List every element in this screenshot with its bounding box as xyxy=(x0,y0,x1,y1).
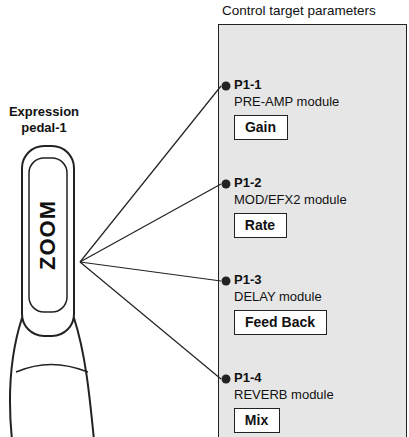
leader-lines xyxy=(80,86,221,379)
callout-number: P1-3 xyxy=(234,272,261,287)
module-name: MOD/EFX2 module xyxy=(234,192,347,207)
parameter-box: Gain xyxy=(234,115,288,140)
parameter-name: Feed Back xyxy=(245,314,315,330)
pedal-tread xyxy=(29,158,67,312)
parameter-box: Mix xyxy=(234,408,280,433)
callout-number: P1-4 xyxy=(234,370,261,385)
panel-title: Control target parameters xyxy=(222,3,376,18)
pedal-label: Expression pedal-1 xyxy=(2,104,86,136)
panel-fill xyxy=(218,24,407,437)
pedal-logo: ZOOM xyxy=(35,200,61,270)
parameter-name: Rate xyxy=(245,217,275,233)
module-name: PRE-AMP module xyxy=(234,94,339,109)
parameter-name: Gain xyxy=(245,119,276,135)
module-name: REVERB module xyxy=(234,387,334,402)
callout-number: P1-1 xyxy=(234,77,261,92)
bullets xyxy=(222,82,231,384)
module-name: DELAY module xyxy=(234,289,322,304)
callout-number: P1-2 xyxy=(234,175,261,190)
pedal-base-line xyxy=(16,365,88,373)
parameter-box: Feed Back xyxy=(234,310,327,335)
pedal-rocker xyxy=(22,146,74,336)
parameter-name: Mix xyxy=(245,412,268,428)
parameter-box: Rate xyxy=(234,213,287,238)
